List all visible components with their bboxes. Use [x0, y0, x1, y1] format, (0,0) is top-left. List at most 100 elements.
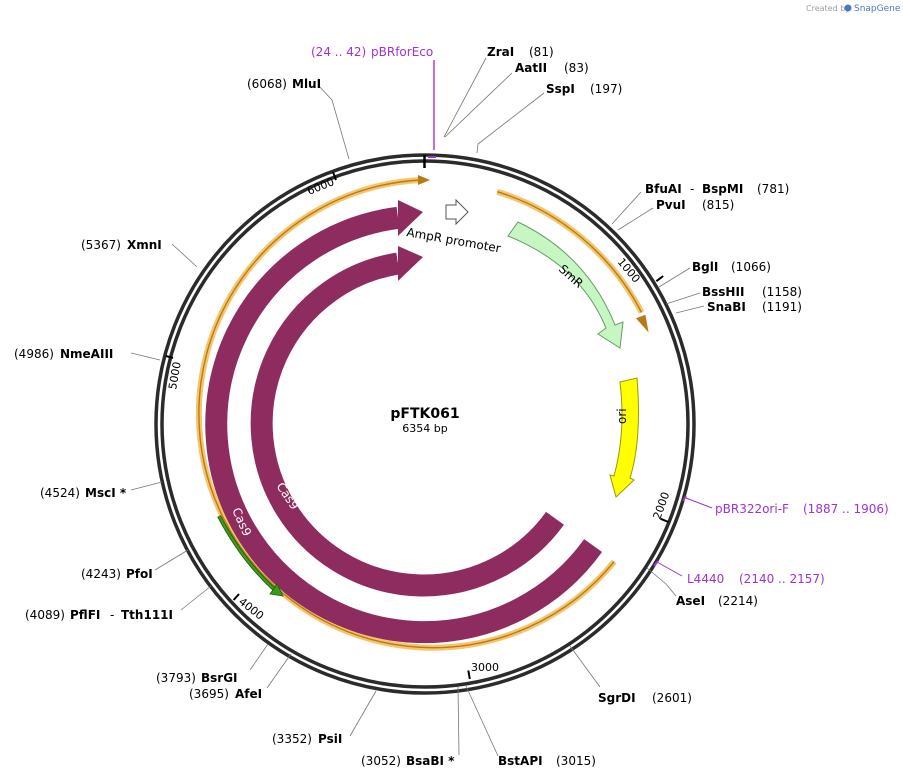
asei-leader — [646, 567, 677, 597]
pfoi-name[interactable]: PfoI — [126, 567, 153, 581]
bgli-name[interactable]: BglI — [692, 260, 718, 274]
nmeaiii-leader — [130, 352, 161, 361]
green-arrowhead — [269, 583, 284, 597]
smr-feature[interactable]: SmR — [507, 221, 624, 349]
bstapi-name[interactable]: BstAPI — [498, 754, 543, 768]
aatii-pos: (83) — [564, 61, 589, 75]
credit: Created by SnapGene — [806, 4, 901, 14]
zrai-name[interactable]: ZraI — [487, 45, 514, 59]
smr-arrow[interactable] — [507, 221, 624, 349]
bgli-pos: (1066) — [731, 260, 771, 274]
tick-label-6000: 6000 — [305, 175, 336, 198]
afei-leader — [266, 653, 292, 689]
aatii-leader — [444, 72, 513, 138]
bfuai-leader — [611, 191, 642, 225]
orange-arc-1-arrowhead — [636, 314, 649, 333]
bfuai-sep: - — [690, 182, 694, 196]
pflfi-name[interactable]: PflFI — [70, 608, 100, 622]
snabi-leader — [675, 305, 705, 314]
pfoi-pos: (4243) — [81, 567, 121, 581]
tth111i-name[interactable]: Tth111I — [121, 608, 173, 622]
green-feature[interactable] — [217, 515, 284, 597]
orange-arc-2-arrowhead — [418, 175, 430, 185]
ori-arrow[interactable] — [609, 377, 639, 498]
afei-name[interactable]: AfeI — [235, 687, 262, 701]
msci-name[interactable]: MscI * — [85, 486, 127, 500]
cas9-inner-feature[interactable]: Cas9 — [250, 246, 564, 597]
zrai-leader — [443, 57, 487, 138]
zrai-pos: (81) — [529, 45, 554, 59]
cas9-outer-arrowhead — [398, 200, 423, 236]
site-labels: ZraI (81) AatII (83) SspI (197) BfuAI - … — [14, 45, 802, 768]
tick-3000 — [467, 670, 471, 680]
sgrdi-name[interactable]: SgrDI — [598, 691, 636, 705]
bsrgi-leader — [249, 643, 269, 671]
primer-l4440[interactable]: L4440 (2140 .. 2157) — [653, 560, 825, 586]
l4440-leader — [656, 561, 683, 577]
bsshii-leader — [665, 292, 701, 305]
ampr-promoter-feature[interactable]: AmpR promoter — [405, 198, 502, 256]
tick-1000 — [655, 275, 664, 282]
tick-2000 — [660, 517, 669, 523]
cas9-inner-arc[interactable] — [250, 252, 564, 597]
bsshii-name[interactable]: BssHII — [702, 285, 744, 299]
psii-pos: (3352) — [272, 732, 312, 746]
cas9-outer-arc[interactable] — [205, 206, 603, 644]
bsabi-name[interactable]: BsaBI * — [406, 754, 455, 768]
bsrgi-name[interactable]: BsrGI — [201, 671, 238, 685]
plasmid-length: 6354 bp — [402, 422, 447, 435]
pvui-leader — [617, 207, 654, 231]
psii-name[interactable]: PsiI — [318, 732, 342, 746]
bfuai-name[interactable]: BfuAI — [645, 182, 682, 196]
l4440-range: (2140 .. 2157) — [739, 572, 825, 586]
sspi-name[interactable]: SspI — [546, 82, 575, 96]
xmni-name[interactable]: XmnI — [127, 238, 162, 252]
pbrforeco-range: (24 .. 42) — [311, 45, 366, 59]
bstapi-pos: (3015) — [556, 754, 596, 768]
pbr322ori-mark — [682, 495, 687, 502]
xmni-pos: (5367) — [81, 238, 121, 252]
mlui-leader — [317, 84, 350, 160]
plasmid-name: pFTK061 — [390, 406, 459, 422]
orange-arc-1-highlight — [496, 188, 645, 314]
sspi-pos: (197) — [590, 82, 622, 96]
aatii-name[interactable]: AatII — [515, 61, 547, 75]
orange-arc-1 — [496, 191, 643, 313]
bspmi-name[interactable]: BspMI — [702, 182, 743, 196]
credit-brand[interactable]: SnapGene — [854, 4, 901, 14]
ori-feature[interactable]: ori — [609, 377, 639, 498]
xmni-leader — [171, 243, 198, 268]
site-leader-lines — [130, 57, 705, 757]
pvui-name[interactable]: PvuI — [656, 198, 686, 212]
ori-label: ori — [615, 408, 629, 424]
cas9-inner-arrowhead — [398, 246, 423, 281]
primer-pbrforeco[interactable]: (24 .. 42) pBRforEco — [311, 45, 436, 158]
sspi-leader — [476, 92, 545, 154]
bfuai-pos: (781) — [757, 182, 789, 196]
asei-pos: (2214) — [718, 594, 758, 608]
mlui-name[interactable]: MluI — [292, 77, 321, 91]
ampr-promoter-arrow[interactable] — [445, 198, 469, 226]
ampr-promoter-label: AmpR promoter — [405, 225, 501, 255]
bstapi-leader — [465, 685, 499, 757]
bsabi-pos: (3052) — [361, 754, 401, 768]
bsrgi-pos: (3793) — [156, 671, 196, 685]
nmeaiii-name[interactable]: NmeAIII — [60, 347, 113, 361]
nmeaiii-pos: (4986) — [14, 347, 54, 361]
tick-6000 — [332, 171, 337, 181]
pfoi-leader — [154, 549, 189, 571]
tick-label-5000: 5000 — [166, 361, 184, 391]
primer-pbr322ori[interactable]: pBR322ori-F (1887 .. 1906) — [682, 495, 889, 516]
orange-arc-2 — [198, 179, 615, 649]
asei-name[interactable]: AseI — [676, 594, 705, 608]
psii-leader — [349, 690, 377, 737]
bsshii-pos: (1158) — [762, 285, 802, 299]
pvui-pos: (815) — [702, 198, 734, 212]
bgli-leader — [658, 267, 691, 288]
credit-text: Created by — [806, 4, 850, 13]
mlui-pos: (6068) — [247, 77, 287, 91]
snabi-name[interactable]: SnaBI — [707, 300, 746, 314]
cas9-outer-feature[interactable]: Cas9 — [205, 200, 603, 644]
tick-label-2000: 2000 — [651, 490, 673, 521]
